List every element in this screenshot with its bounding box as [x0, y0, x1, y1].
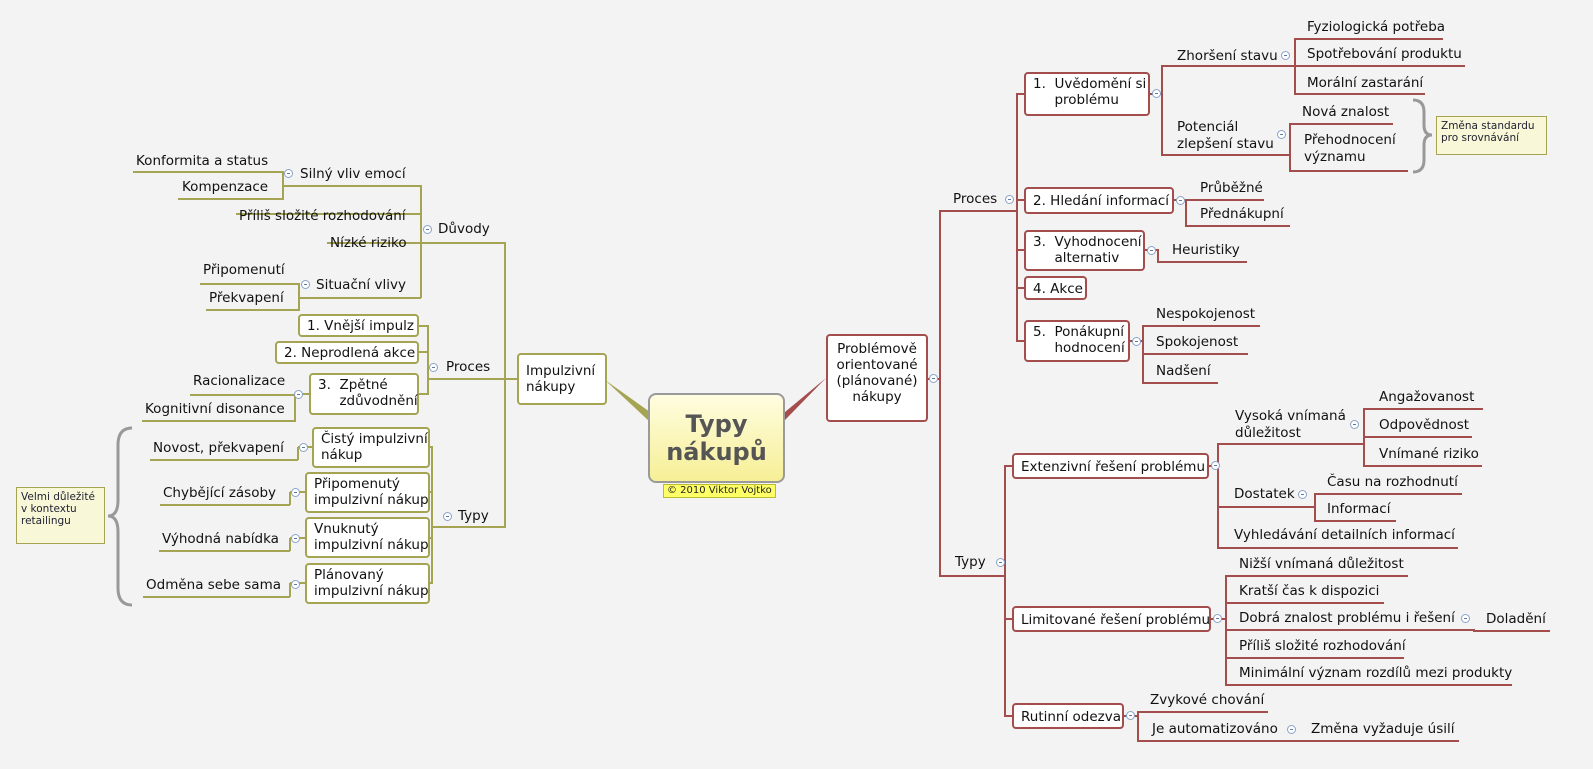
topic-zhorseni[interactable]: Zhoršení stavu	[1177, 48, 1278, 64]
topic-prilis-slozite[interactable]: Příliš složité rozhodování	[239, 208, 406, 224]
topic-novost[interactable]: Novost, překvapení	[153, 440, 284, 456]
topic-rutinni[interactable]: Rutinní odezva	[1012, 703, 1124, 729]
topic-prekvapeni[interactable]: Překvapení	[209, 290, 284, 306]
topic-prehodnoceni[interactable]: Přehodnocení významu	[1304, 132, 1396, 165]
topic-automatizovano[interactable]: Je automatizováno	[1152, 721, 1278, 737]
topic-konformita[interactable]: Konformita a status	[136, 153, 269, 169]
topic-vysoka[interactable]: Vysoká vnímaná důležitost	[1235, 408, 1346, 441]
topic-spokojenost[interactable]: Spokojenost	[1156, 334, 1239, 350]
topic-duvody[interactable]: Důvody	[438, 221, 490, 237]
topic-fyziologicka[interactable]: Fyziologická potřeba	[1307, 19, 1446, 35]
topic-minimalni[interactable]: Minimální význam rozdílů mezi produkty	[1239, 665, 1513, 681]
topic-prednakupni[interactable]: Přednákupní	[1200, 206, 1284, 222]
collapse-toggle-typy-right[interactable]	[996, 558, 1005, 567]
topic-kognitivni[interactable]: Kognitivní disonance	[145, 401, 285, 417]
topic-zpetne-zduvodneni[interactable]: 3. Zpětné zdůvodnění	[309, 373, 419, 415]
topic-racionalizace[interactable]: Racionalizace	[193, 373, 286, 389]
topic-casu[interactable]: Času na rozhodnutí	[1327, 474, 1458, 490]
collapse-toggle-dobra[interactable]	[1461, 614, 1470, 623]
topic-doladeni[interactable]: Doladění	[1486, 611, 1546, 627]
collapse-toggle-ponakupni[interactable]	[1132, 337, 1141, 346]
collapse-toggle-vysoka[interactable]	[1350, 420, 1359, 429]
collapse-toggle-proces-left[interactable]	[429, 363, 438, 372]
collapse-toggle-vyhodnoceni[interactable]	[1147, 246, 1156, 255]
topic-extenzivni[interactable]: Extenzivní řešení problému	[1012, 453, 1209, 479]
topic-zmena-usili[interactable]: Změna vyžaduje úsilí	[1311, 721, 1455, 737]
topic-situacni[interactable]: Situační vlivy	[316, 277, 406, 293]
note-zmena-standardu: Změna standardu pro srovnávání	[1436, 116, 1547, 155]
collapse-toggle-pripomenuty[interactable]	[291, 488, 300, 497]
topic-nizke-riziko[interactable]: Nízké riziko	[330, 235, 407, 251]
collapse-toggle-rutinni[interactable]	[1126, 711, 1135, 720]
topic-hledani[interactable]: 2. Hledání informací	[1024, 187, 1174, 214]
topic-prubezne[interactable]: Průběžné	[1200, 180, 1263, 196]
topic-zvykove[interactable]: Zvykové chování	[1150, 692, 1265, 708]
collapse-toggle-potencial[interactable]	[1277, 130, 1286, 139]
topic-akce[interactable]: 4. Akce	[1024, 276, 1087, 300]
topic-moralni[interactable]: Morální zastarání	[1307, 75, 1424, 91]
topic-kompenzace[interactable]: Kompenzace	[182, 179, 269, 195]
collapse-toggle-uvedomeni[interactable]	[1152, 89, 1161, 98]
topic-proces-right[interactable]: Proces	[953, 191, 998, 207]
collapse-toggle-dostatek[interactable]	[1298, 490, 1307, 499]
topic-kratsi[interactable]: Kratší čas k dispozici	[1239, 583, 1380, 599]
topic-vyhodna[interactable]: Výhodná nabídka	[162, 531, 279, 547]
topic-angazovanost[interactable]: Angažovanost	[1379, 389, 1475, 405]
collapse-toggle-planovany[interactable]	[291, 580, 300, 589]
topic-vyhledavani[interactable]: Vyhledávání detailních informací	[1234, 527, 1455, 543]
topic-odpovednost[interactable]: Odpovědnost	[1379, 417, 1470, 433]
topic-informaci[interactable]: Informací	[1327, 501, 1391, 517]
topic-spotrebovani[interactable]: Spotřebování produktu	[1307, 46, 1462, 62]
topic-heuristiky[interactable]: Heuristiky	[1172, 242, 1240, 258]
topic-nova-znalost[interactable]: Nová znalost	[1302, 104, 1390, 120]
collapse-toggle-duvody[interactable]	[423, 225, 432, 234]
topic-nadseni[interactable]: Nadšení	[1156, 363, 1211, 379]
topic-vnimane-riziko[interactable]: Vnímané riziko	[1379, 446, 1479, 462]
collapse-toggle-zpetne[interactable]	[294, 390, 303, 399]
copyright-label: © 2010 Viktor Vojtko	[663, 484, 776, 498]
collapse-toggle-vnuknuty[interactable]	[291, 534, 300, 543]
topic-typy-left[interactable]: Typy	[458, 508, 489, 524]
collapse-toggle-silny[interactable]	[284, 169, 293, 178]
note-retailing: Velmi důležité v kontextu retailingu	[16, 487, 105, 544]
collapse-toggle-extenzivni[interactable]	[1211, 461, 1220, 470]
topic-nespokojenost[interactable]: Nespokojenost	[1156, 306, 1256, 322]
collapse-toggle-zhorseni[interactable]	[1281, 51, 1290, 60]
topic-cisty[interactable]: Čistý impulzivní nákup	[312, 427, 430, 468]
topic-vnejsi-impulz[interactable]: 1. Vnější impulz	[298, 314, 419, 337]
topic-odmena[interactable]: Odměna sebe sama	[146, 577, 282, 593]
topic-pripomenuti[interactable]: Připomenutí	[203, 262, 285, 278]
collapse-toggle-typy-left[interactable]	[443, 512, 452, 521]
topic-impulzivni[interactable]: Impulzivní nákupy	[517, 353, 607, 405]
collapse-toggle-problemove[interactable]	[929, 374, 938, 383]
topic-vnuknuty[interactable]: Vnuknutý impulzivní nákup	[305, 517, 430, 558]
collapse-toggle-limitovane[interactable]	[1213, 614, 1222, 623]
topic-neprodlena-akce[interactable]: 2. Neprodlená akce	[275, 341, 419, 364]
topic-potencial[interactable]: Potenciál zlepšení stavu	[1177, 119, 1274, 152]
topic-pripomenuty[interactable]: Připomenutý impulzivní nákup	[305, 472, 430, 513]
topic-planovany[interactable]: Plánovaný impulzivní nákup	[305, 563, 430, 604]
topic-chybejici[interactable]: Chybějící zásoby	[163, 485, 277, 501]
topic-limitovane[interactable]: Limitované řešení problému	[1012, 606, 1211, 632]
topic-uvedomeni[interactable]: 1. Uvědomění si problému	[1024, 72, 1150, 116]
topic-proces-left[interactable]: Proces	[446, 359, 491, 375]
topic-problemove[interactable]: Problémově orientované (plánované) nákup…	[826, 334, 928, 422]
topic-ponakupni[interactable]: 5. Ponákupní hodnocení	[1024, 320, 1130, 362]
collapse-toggle-automat[interactable]	[1287, 725, 1296, 734]
collapse-toggle-proces-right[interactable]	[1005, 195, 1014, 204]
collapse-toggle-cisty[interactable]	[299, 443, 308, 452]
collapse-toggle-hledani[interactable]	[1176, 196, 1185, 205]
topic-vyhodnoceni[interactable]: 3. Vyhodnocení alternativ	[1024, 230, 1145, 271]
root-topic[interactable]: Typy nákupů	[648, 393, 785, 483]
topic-dobra-znalost[interactable]: Dobrá znalost problému i řešení	[1239, 610, 1455, 626]
topic-typy-right[interactable]: Typy	[955, 554, 986, 570]
topic-dostatek[interactable]: Dostatek	[1234, 486, 1295, 502]
topic-silny-vliv[interactable]: Silný vliv emocí	[300, 166, 406, 182]
topic-prilis-slozite-right[interactable]: Příliš složité rozhodování	[1239, 638, 1406, 654]
topic-nizsi[interactable]: Nižší vnímaná důležitost	[1239, 556, 1404, 572]
collapse-toggle-situacni[interactable]	[301, 280, 310, 289]
